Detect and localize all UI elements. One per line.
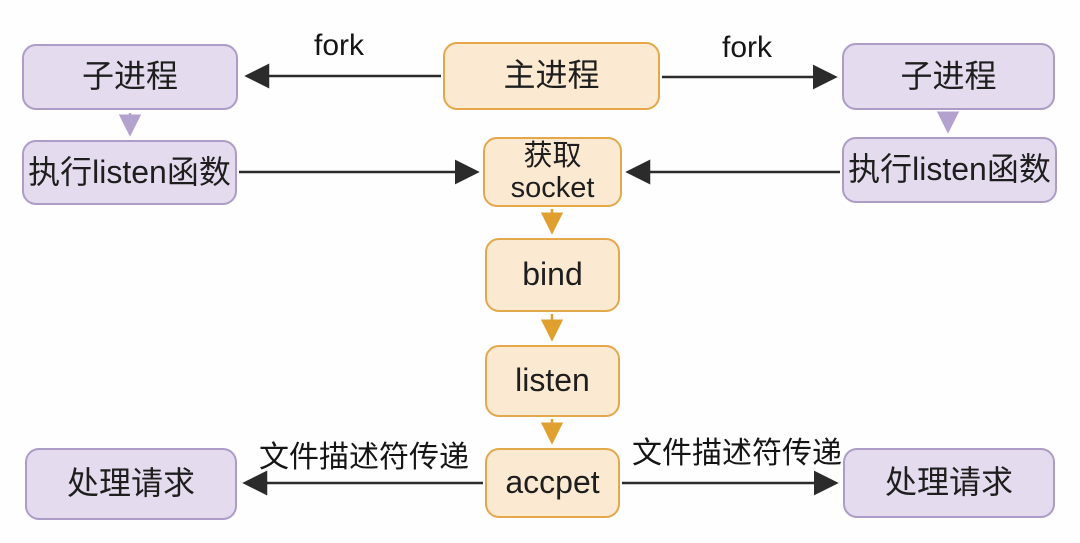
node-handle-request-right: 处理请求: [843, 448, 1055, 518]
node-accept: accpet: [485, 448, 620, 518]
node-exec-listen-left: 执行listen函数: [22, 140, 237, 205]
node-main-process: 主进程: [443, 42, 660, 110]
node-bind: bind: [485, 238, 620, 312]
node-child-process-left: 子进程: [22, 44, 238, 110]
node-child-process-right: 子进程: [842, 43, 1055, 110]
node-get-socket: 获取 socket: [483, 137, 622, 207]
edge-label-fd-pass-left: 文件描述符传递: [259, 441, 469, 474]
node-handle-request-left: 处理请求: [25, 448, 237, 520]
edge-label-fork-left: fork: [313, 29, 365, 62]
edge-label-fork-right: fork: [721, 31, 773, 64]
node-exec-listen-right: 执行listen函数: [842, 137, 1057, 203]
node-listen: listen: [485, 345, 620, 417]
edge-label-fd-pass-right: 文件描述符传递: [632, 437, 842, 470]
